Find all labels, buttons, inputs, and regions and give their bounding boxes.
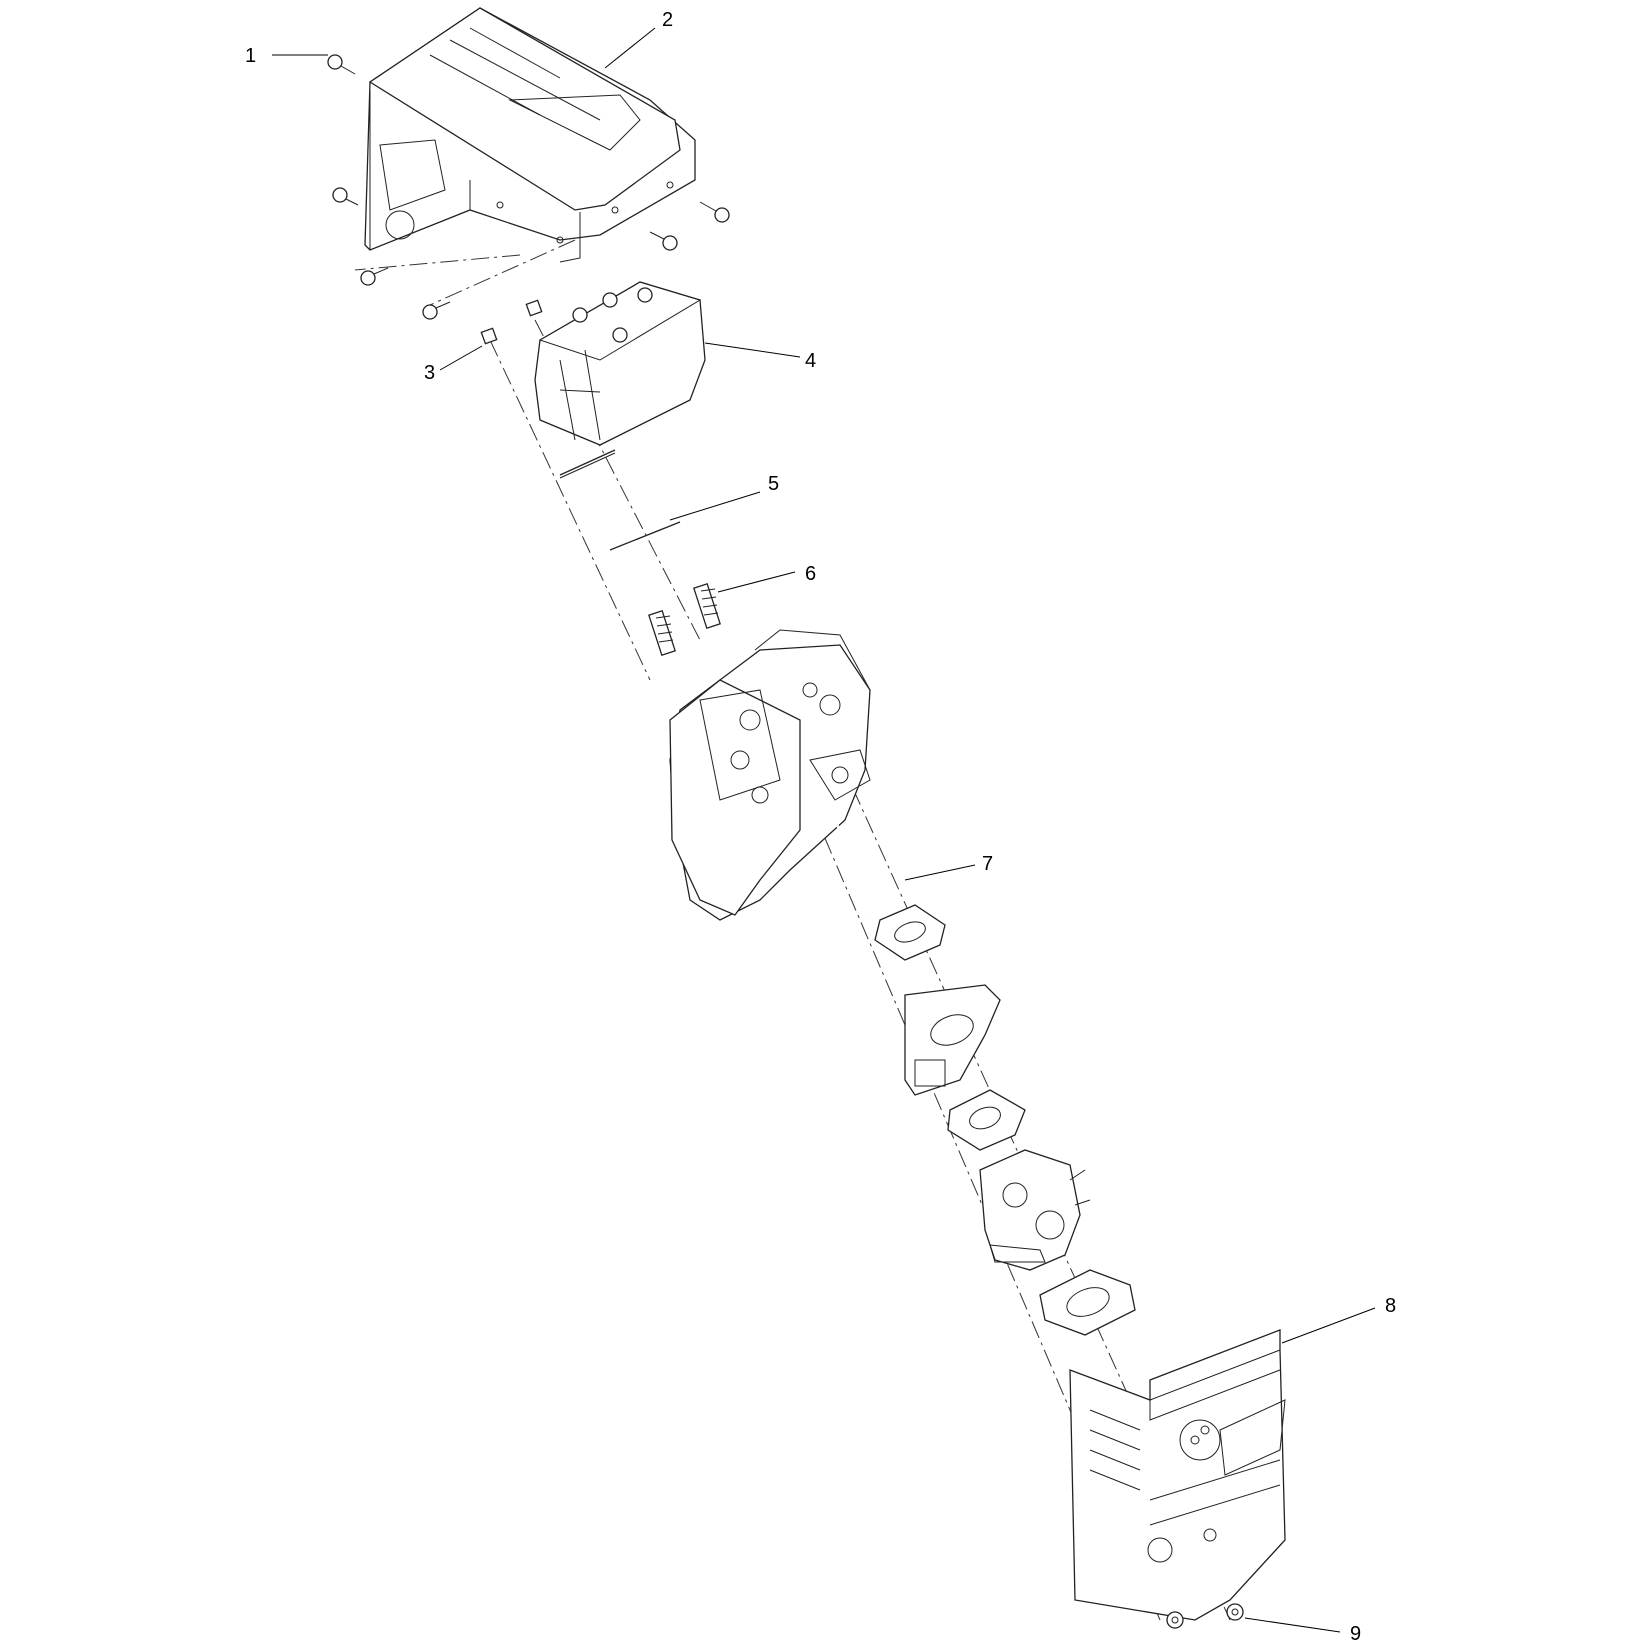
valve-cover-shroud[interactable] <box>364 7 696 263</box>
shroud-screws[interactable] <box>327 54 730 320</box>
screw[interactable] <box>699 201 730 223</box>
intake-studs[interactable] <box>830 804 917 916</box>
screw[interactable] <box>327 54 356 75</box>
screw[interactable] <box>422 301 451 320</box>
valve-cover-nuts[interactable] <box>480 299 543 345</box>
screw[interactable] <box>360 267 389 286</box>
screw[interactable] <box>649 231 678 251</box>
valve-cover-gasket[interactable] <box>609 521 681 551</box>
leader-lines <box>272 27 1376 1633</box>
intake-gasket[interactable] <box>874 904 946 961</box>
side-shroud[interactable] <box>1069 1329 1286 1621</box>
intake-spacer[interactable] <box>904 984 1001 1096</box>
studs[interactable] <box>648 583 721 656</box>
callout-8: 8 <box>1385 1295 1396 1317</box>
callout-6: 6 <box>805 563 816 585</box>
callout-5: 5 <box>768 473 779 495</box>
callout-2: 2 <box>662 9 673 31</box>
callout-1: 1 <box>245 45 256 67</box>
screw[interactable] <box>332 187 359 206</box>
cylinder-head[interactable] <box>669 629 871 921</box>
shroud-nuts[interactable] <box>1166 1603 1244 1629</box>
valve-cover[interactable] <box>534 281 706 479</box>
carburetor[interactable] <box>979 1149 1091 1271</box>
callout-9: 9 <box>1350 1623 1361 1642</box>
callout-3: 3 <box>424 362 435 384</box>
carburetor-gasket[interactable] <box>947 1089 1026 1151</box>
air-filter-gasket[interactable] <box>1039 1269 1136 1336</box>
callout-4: 4 <box>805 350 816 372</box>
callout-7: 7 <box>982 853 993 875</box>
callout-labels: 1 2 3 4 5 6 7 8 9 <box>245 9 1396 1642</box>
